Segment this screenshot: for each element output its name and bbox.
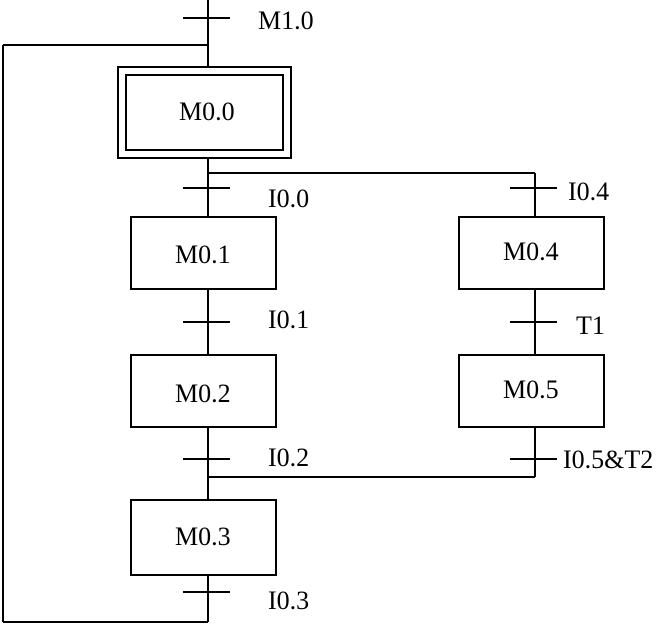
initial-step-inner-box [125, 74, 284, 151]
initial-step-label: M0.0 [179, 97, 235, 126]
transition-label-t1: T1 [576, 311, 605, 340]
step-box-m04 [458, 216, 605, 290]
transition-label-i05t2: I0.5&T2 [563, 445, 653, 474]
transition-label-i01: I0.1 [268, 305, 309, 334]
step-label-m02: M0.2 [175, 379, 231, 408]
step-label-m03: M0.3 [175, 522, 231, 551]
step-box-m05 [458, 354, 605, 428]
step-box-m03 [130, 499, 277, 576]
transition-label-m10: M1.0 [258, 6, 314, 35]
transition-label-i02: I0.2 [268, 443, 309, 472]
step-label-m04: M0.4 [503, 237, 559, 266]
step-label-m01: M0.1 [175, 240, 231, 269]
step-label-m05: M0.5 [503, 375, 559, 404]
transition-label-i00: I0.0 [268, 184, 309, 213]
transition-label-i04: I0.4 [568, 177, 609, 206]
step-box-m02 [130, 354, 277, 428]
step-box-m01 [130, 216, 277, 290]
transition-label-i03: I0.3 [268, 586, 309, 615]
